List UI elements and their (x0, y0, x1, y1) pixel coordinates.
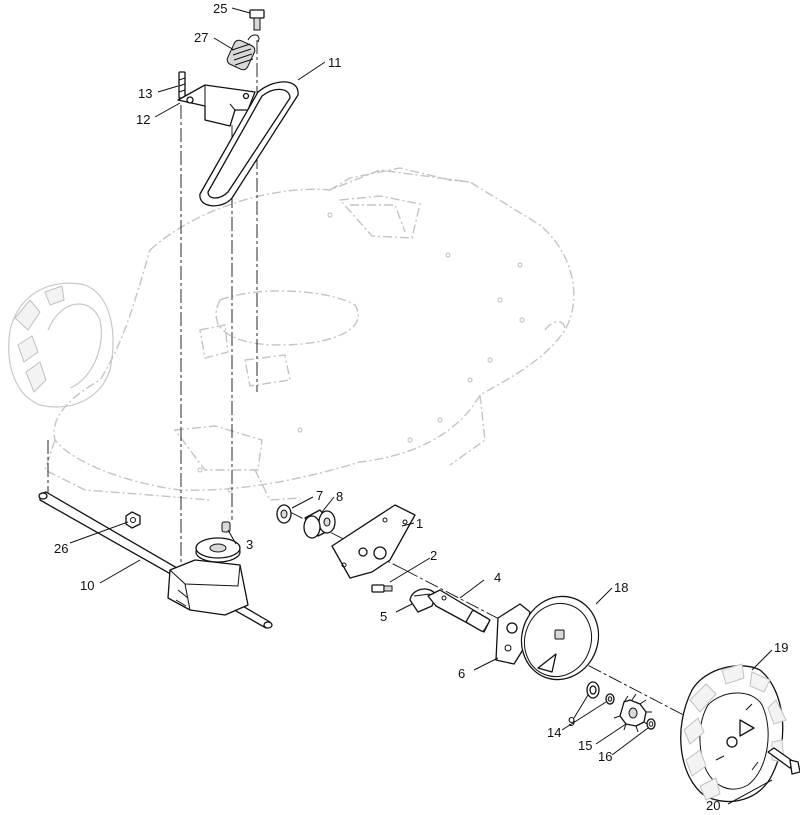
part-2-screw (371, 584, 393, 593)
part-25-screw (249, 9, 265, 31)
gearbox-and-part-3-pulley (167, 521, 249, 616)
callout-14: 14 (547, 725, 561, 740)
left-wheel-ghost (8, 282, 114, 408)
callout-labels: 25 27 11 13 12 1 7 8 3 2 4 5 6 18 19 9 1… (54, 1, 788, 813)
callout-9: 9 (568, 714, 575, 729)
part-20-bolt (767, 747, 800, 775)
part-9-washer (586, 681, 600, 699)
part-4-shaft (427, 589, 491, 633)
callout-3: 3 (246, 537, 253, 552)
callout-1: 1 (416, 516, 423, 531)
callout-12: 12 (136, 112, 150, 127)
part-7-bushing (276, 504, 292, 524)
callout-18: 18 (614, 580, 628, 595)
callout-27: 27 (194, 30, 208, 45)
callout-8: 8 (336, 489, 343, 504)
callout-4: 4 (494, 570, 501, 585)
part-12-bracket (177, 84, 256, 127)
callout-16: 16 (598, 749, 612, 764)
callout-25: 25 (213, 1, 227, 16)
callout-6: 6 (458, 666, 465, 681)
callout-15: 15 (578, 738, 592, 753)
callout-5: 5 (380, 609, 387, 624)
part-8-roller (303, 509, 336, 539)
callout-11: 11 (328, 55, 342, 70)
part-13-screw (178, 71, 186, 99)
part-19-rear-wheel (680, 663, 787, 803)
part-1-side-plate (331, 504, 416, 579)
callout-10: 10 (80, 578, 94, 593)
callout-2: 2 (430, 548, 437, 563)
part-11-belt (199, 81, 299, 207)
mower-deck-ghost (44, 167, 575, 501)
part-15-pinion-gear (613, 693, 652, 733)
part-18-hub-disc (520, 595, 600, 681)
callout-7: 7 (316, 488, 323, 503)
part-27-spring (226, 34, 260, 71)
part-16-retainer (646, 718, 656, 730)
callout-20: 20 (706, 798, 720, 813)
callout-13: 13 (138, 86, 152, 101)
callout-19: 19 (774, 640, 788, 655)
assembly-centerlines (47, 40, 771, 761)
callout-26: 26 (54, 541, 68, 556)
leader-lines (69, 7, 773, 805)
part-26-nut (125, 511, 141, 529)
part-14-washer (605, 693, 615, 705)
